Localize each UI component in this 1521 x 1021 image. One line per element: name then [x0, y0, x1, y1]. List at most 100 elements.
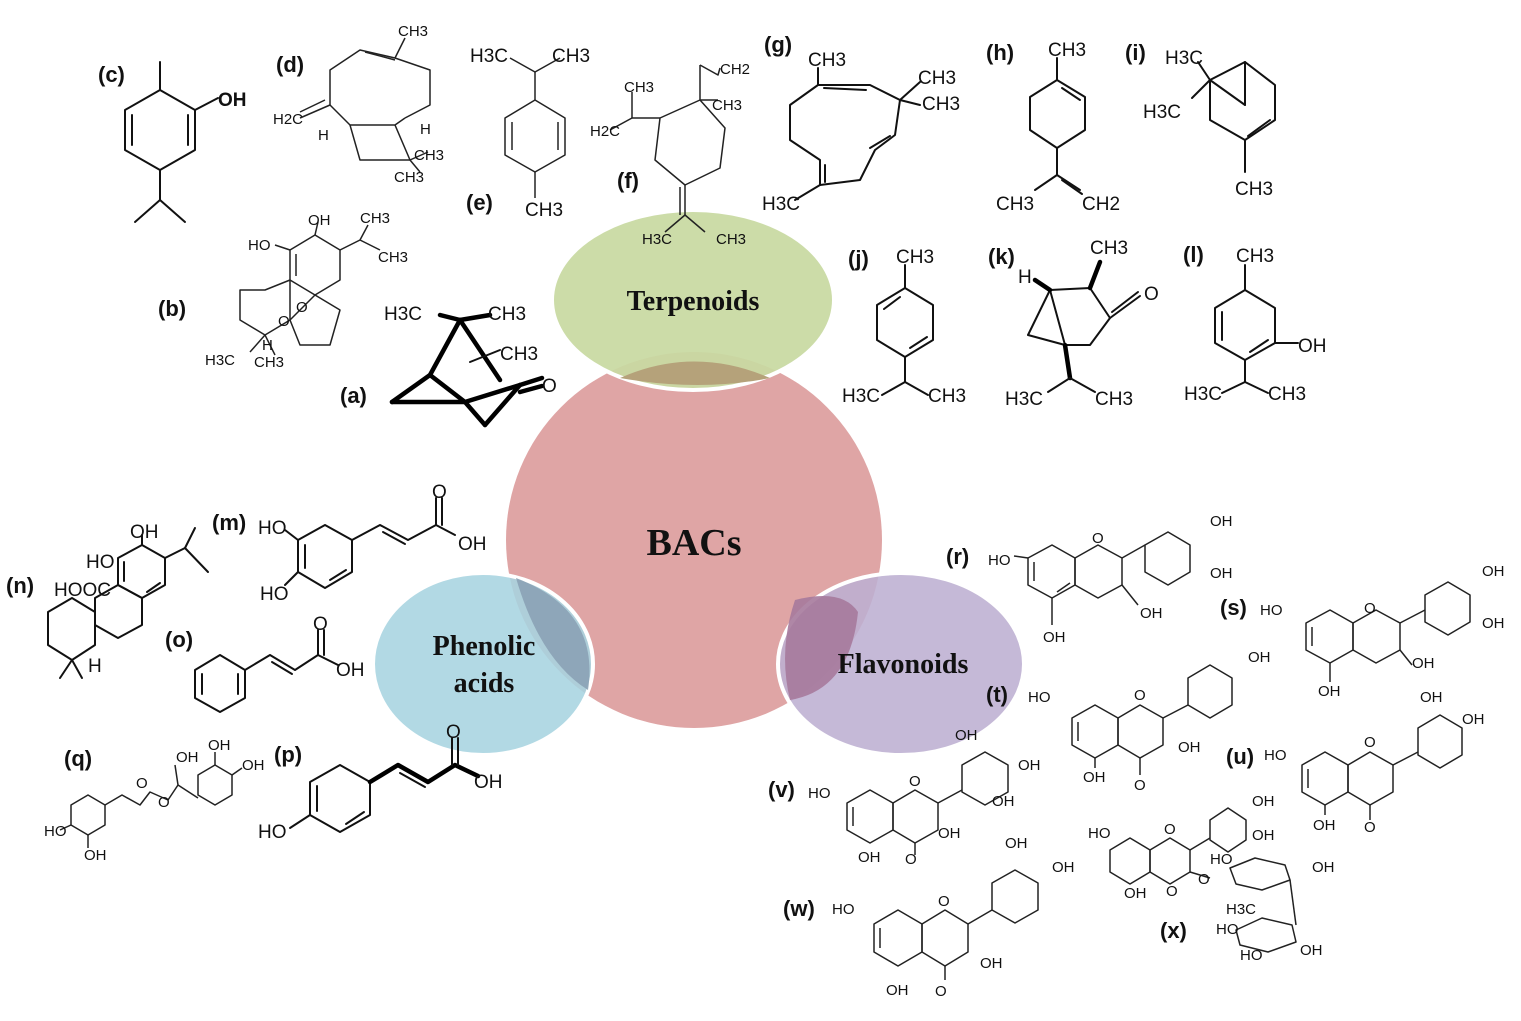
structure-d: CH3 H2C H H CH3 CH3 [273, 23, 444, 186]
label-s: (s) [1220, 595, 1247, 620]
a-ch3-1: CH3 [488, 304, 526, 325]
x-ho-2: HO [1210, 851, 1233, 868]
structure-u: HO O OH OH OH O [1264, 689, 1485, 836]
label-m: (m) [212, 510, 246, 535]
t-oh-1: OH [1248, 649, 1271, 666]
p-o: O [446, 722, 461, 743]
label-w: (w) [783, 896, 815, 921]
j-h3c: H3C [842, 386, 880, 407]
w-oh-3: OH [980, 955, 1003, 972]
e-ch3-top: CH3 [552, 46, 590, 67]
q-oh-3: OH [208, 737, 231, 754]
d-ch3-2: CH3 [394, 169, 424, 186]
x-ho: HO [1088, 825, 1111, 842]
phenolic-acids-title-line2: acids [454, 668, 515, 699]
s-oh-3: OH [1412, 655, 1435, 672]
f-h2c: H2C [590, 123, 620, 140]
r-o: O [1092, 530, 1104, 547]
q-oh-4: OH [242, 757, 265, 774]
l-ch3-bot: CH3 [1268, 384, 1306, 405]
d-h-right: H [420, 121, 431, 138]
structure-s: HO O OH OH OH OH [1260, 563, 1505, 700]
w-oh-2: OH [1052, 859, 1075, 876]
u-oh-1: OH [1420, 689, 1443, 706]
structure-r: HO O OH OH OH OH [988, 513, 1233, 646]
f-ch3-b: CH3 [624, 79, 654, 96]
a-ch3-2: CH3 [500, 344, 538, 365]
r-oh-1: OH [1210, 513, 1233, 530]
q-ho-1: HO [44, 823, 67, 840]
label-t: (t) [986, 682, 1008, 707]
x-o: O [1164, 821, 1176, 838]
x-o-2: O [1166, 883, 1178, 900]
v-oh-2: OH [1018, 757, 1041, 774]
structure-c: OH [124, 61, 247, 223]
b-ho: HO [248, 237, 271, 254]
label-x: (x) [1160, 918, 1187, 943]
structure-j: CH3 H3C CH3 [842, 247, 966, 407]
x-oh-1: OH [1252, 793, 1275, 810]
l-h3c: H3C [1184, 384, 1222, 405]
a-o: O [542, 376, 557, 397]
label-k: (k) [988, 244, 1015, 269]
m-oh: OH [458, 534, 487, 555]
n-oh: OH [130, 522, 159, 543]
phenolic-overlap [516, 578, 590, 690]
structure-l: CH3 OH H3C CH3 [1184, 246, 1327, 405]
b-ch3-2: CH3 [378, 249, 408, 266]
n-h: H [88, 656, 102, 677]
x-ho-3: HO [1216, 921, 1239, 938]
v-oh-5: OH [858, 849, 881, 866]
structure-g: CH3 CH3 CH3 H3C [762, 50, 960, 215]
w-o-2: O [935, 983, 947, 1000]
h-ch3-bot: CH3 [996, 194, 1034, 215]
structure-n: OH HO HOOC H [47, 522, 209, 679]
label-c: (c) [98, 62, 125, 87]
k-ch3-bot: CH3 [1095, 389, 1133, 410]
t-o: O [1134, 687, 1146, 704]
label-h: (h) [986, 40, 1014, 65]
o-oh: OH [336, 660, 365, 681]
v-o: O [909, 773, 921, 790]
b-h: H [262, 337, 273, 354]
q-o-1: O [136, 775, 148, 792]
n-ho: HO [86, 552, 115, 573]
u-oh-3: OH [1313, 817, 1336, 834]
r-oh-4: OH [1043, 629, 1066, 646]
label-i: (i) [1125, 40, 1146, 65]
structure-b: OH HO CH3 CH3 O O H H3C CH3 [205, 210, 408, 371]
terpenoids-circle [550, 208, 836, 392]
x-o-3: O [1198, 871, 1210, 888]
g-ch3-r1: CH3 [918, 68, 956, 89]
structure-h: CH3 CH3 CH2 [996, 40, 1120, 215]
d-ch3-top: CH3 [398, 23, 428, 40]
w-o: O [938, 893, 950, 910]
k-o: O [1144, 284, 1159, 305]
v-oh-1: OH [955, 727, 978, 744]
structure-q: HO OH O O OH OH OH [44, 737, 265, 864]
r-oh-2: OH [1210, 565, 1233, 582]
bacs-circle-group: BACs Terpenoids Phenolic acids Flavonoid… [371, 208, 1026, 757]
v-oh-4: OH [938, 825, 961, 842]
bacs-title: BACs [646, 522, 741, 564]
u-o-2: O [1364, 819, 1376, 836]
x-h3c: H3C [1226, 901, 1256, 918]
structure-p: O OH HO [258, 722, 503, 843]
label-f: (f) [617, 168, 639, 193]
w-oh-4: OH [886, 982, 909, 999]
structure-k: CH3 H O H3C CH3 [1005, 238, 1159, 410]
t-oh-3: OH [1083, 769, 1106, 786]
e-h3c: H3C [470, 46, 508, 67]
j-ch3-top: CH3 [896, 247, 934, 268]
u-ho: HO [1264, 747, 1287, 764]
s-oh-1: OH [1482, 563, 1505, 580]
o-o: O [313, 614, 328, 635]
label-b: (b) [158, 296, 186, 321]
label-q: (q) [64, 746, 92, 771]
f-ch2: CH2 [720, 61, 750, 78]
label-u: (u) [1226, 744, 1254, 769]
t-o-2: O [1134, 777, 1146, 794]
label-n: (n) [6, 573, 34, 598]
structure-o: O OH [194, 614, 365, 713]
